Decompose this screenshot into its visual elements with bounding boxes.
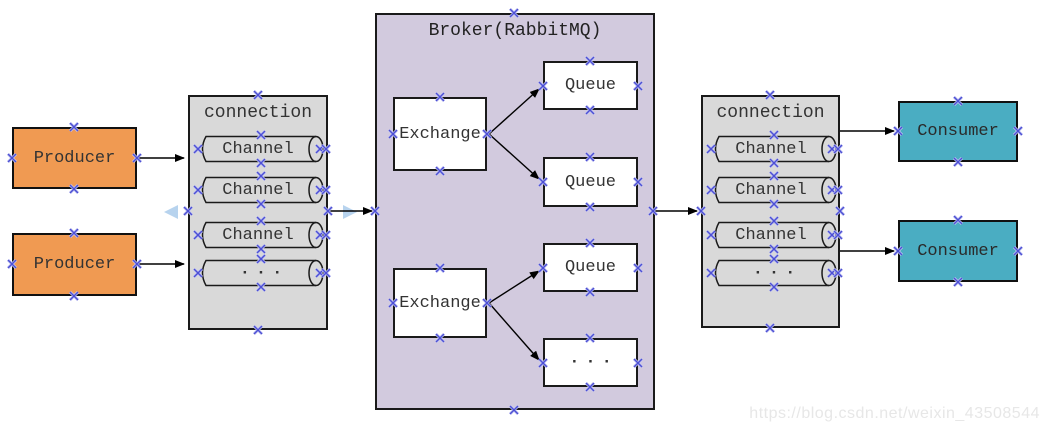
channel-label: Channel: [735, 139, 807, 159]
connection-group-right: connection: [701, 95, 840, 328]
producer-label: Producer: [33, 255, 116, 274]
producer-box-2: Producer: [12, 233, 137, 296]
channel-label: Channel: [222, 139, 294, 159]
queue-box-3: Queue: [543, 243, 638, 292]
channel-cylinder-ellipsis: ···: [198, 259, 325, 287]
channel-cylinder-ellipsis: ···: [711, 259, 838, 287]
queue-label: Queue: [564, 76, 616, 95]
channel-label: Channel: [735, 225, 807, 245]
producer-label: Producer: [33, 148, 116, 168]
queue-label: Queue: [564, 258, 616, 277]
queue-label: ···: [569, 353, 618, 372]
watermark: https://blog.csdn.net/weixin_43508544: [749, 405, 1040, 422]
connection-group-left: connection: [188, 95, 328, 330]
autoconnect-hint-left-icon: [164, 205, 178, 219]
queue-box-ellipsis: ···: [543, 338, 638, 387]
channel-label: Channel: [222, 180, 294, 200]
consumer-label: Consumer: [917, 241, 999, 261]
autoconnect-hint-right-icon: [343, 205, 357, 219]
cylinder-shape-icon: [201, 176, 324, 204]
channel-cylinder: Channel: [711, 221, 838, 249]
channel-cylinder: Channel: [198, 221, 325, 249]
queue-box-1: Queue: [543, 61, 638, 110]
exchange-label: Exchange: [399, 124, 481, 144]
channel-label: ···: [752, 263, 802, 283]
channel-label: ···: [239, 263, 289, 283]
channel-cylinder: Channel: [711, 176, 838, 204]
connection-title: connection: [203, 103, 313, 123]
broker-title: Broker(RabbitMQ): [428, 21, 602, 41]
channel-cylinder: Channel: [711, 135, 838, 163]
channel-label: Channel: [222, 225, 294, 245]
producer-box-1: Producer: [12, 127, 137, 189]
consumer-box-2: Consumer: [898, 220, 1018, 282]
consumer-box-1: Consumer: [898, 101, 1018, 162]
cylinder-shape-icon: [714, 135, 837, 163]
consumer-label: Consumer: [917, 122, 999, 141]
queue-label: Queue: [564, 172, 616, 192]
channel-cylinder: Channel: [198, 176, 325, 204]
connection-title: connection: [716, 103, 825, 123]
exchange-box-1: Exchange: [393, 97, 487, 171]
queue-box-2: Queue: [543, 157, 638, 207]
channel-cylinder: Channel: [198, 135, 325, 163]
channel-label: Channel: [735, 180, 807, 200]
exchange-box-2: Exchange: [393, 268, 487, 338]
exchange-label: Exchange: [399, 293, 481, 313]
